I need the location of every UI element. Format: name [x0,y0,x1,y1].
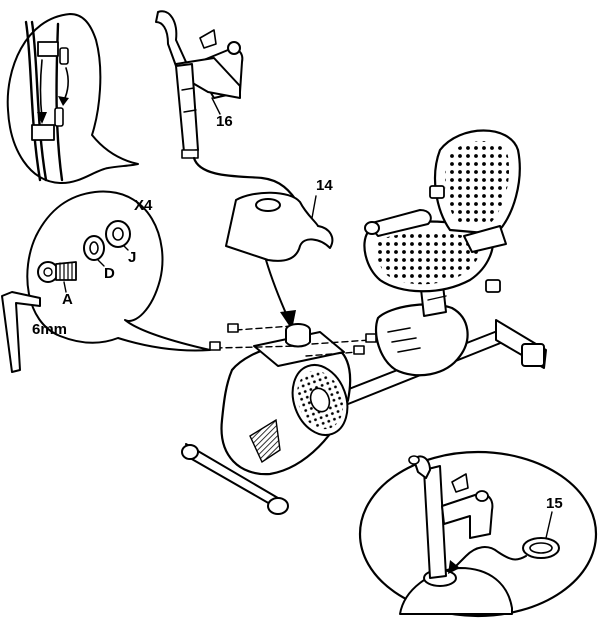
lock-washer-icon [84,236,104,260]
cover-part-14 [226,193,332,330]
callout-washer-j: J [128,249,136,266]
ring-part-15 [523,538,559,558]
callout-washer-d: D [104,265,115,282]
callout-16: 16 [216,113,233,130]
hardware-quantity: X4 [134,197,153,214]
wrench-size-label: 6mm [32,321,67,338]
leader-14 [312,196,316,218]
bolt-icon [38,262,76,282]
callout-14: 14 [316,177,333,194]
handlebar-part-16 [156,11,300,206]
leader-16 [212,98,220,114]
handlebar-insertion-detail [360,452,596,616]
cable-connection-detail [8,14,138,183]
flat-washer-icon [106,221,130,247]
callout-bolt-a: A [62,291,73,308]
callout-15: 15 [546,495,563,512]
